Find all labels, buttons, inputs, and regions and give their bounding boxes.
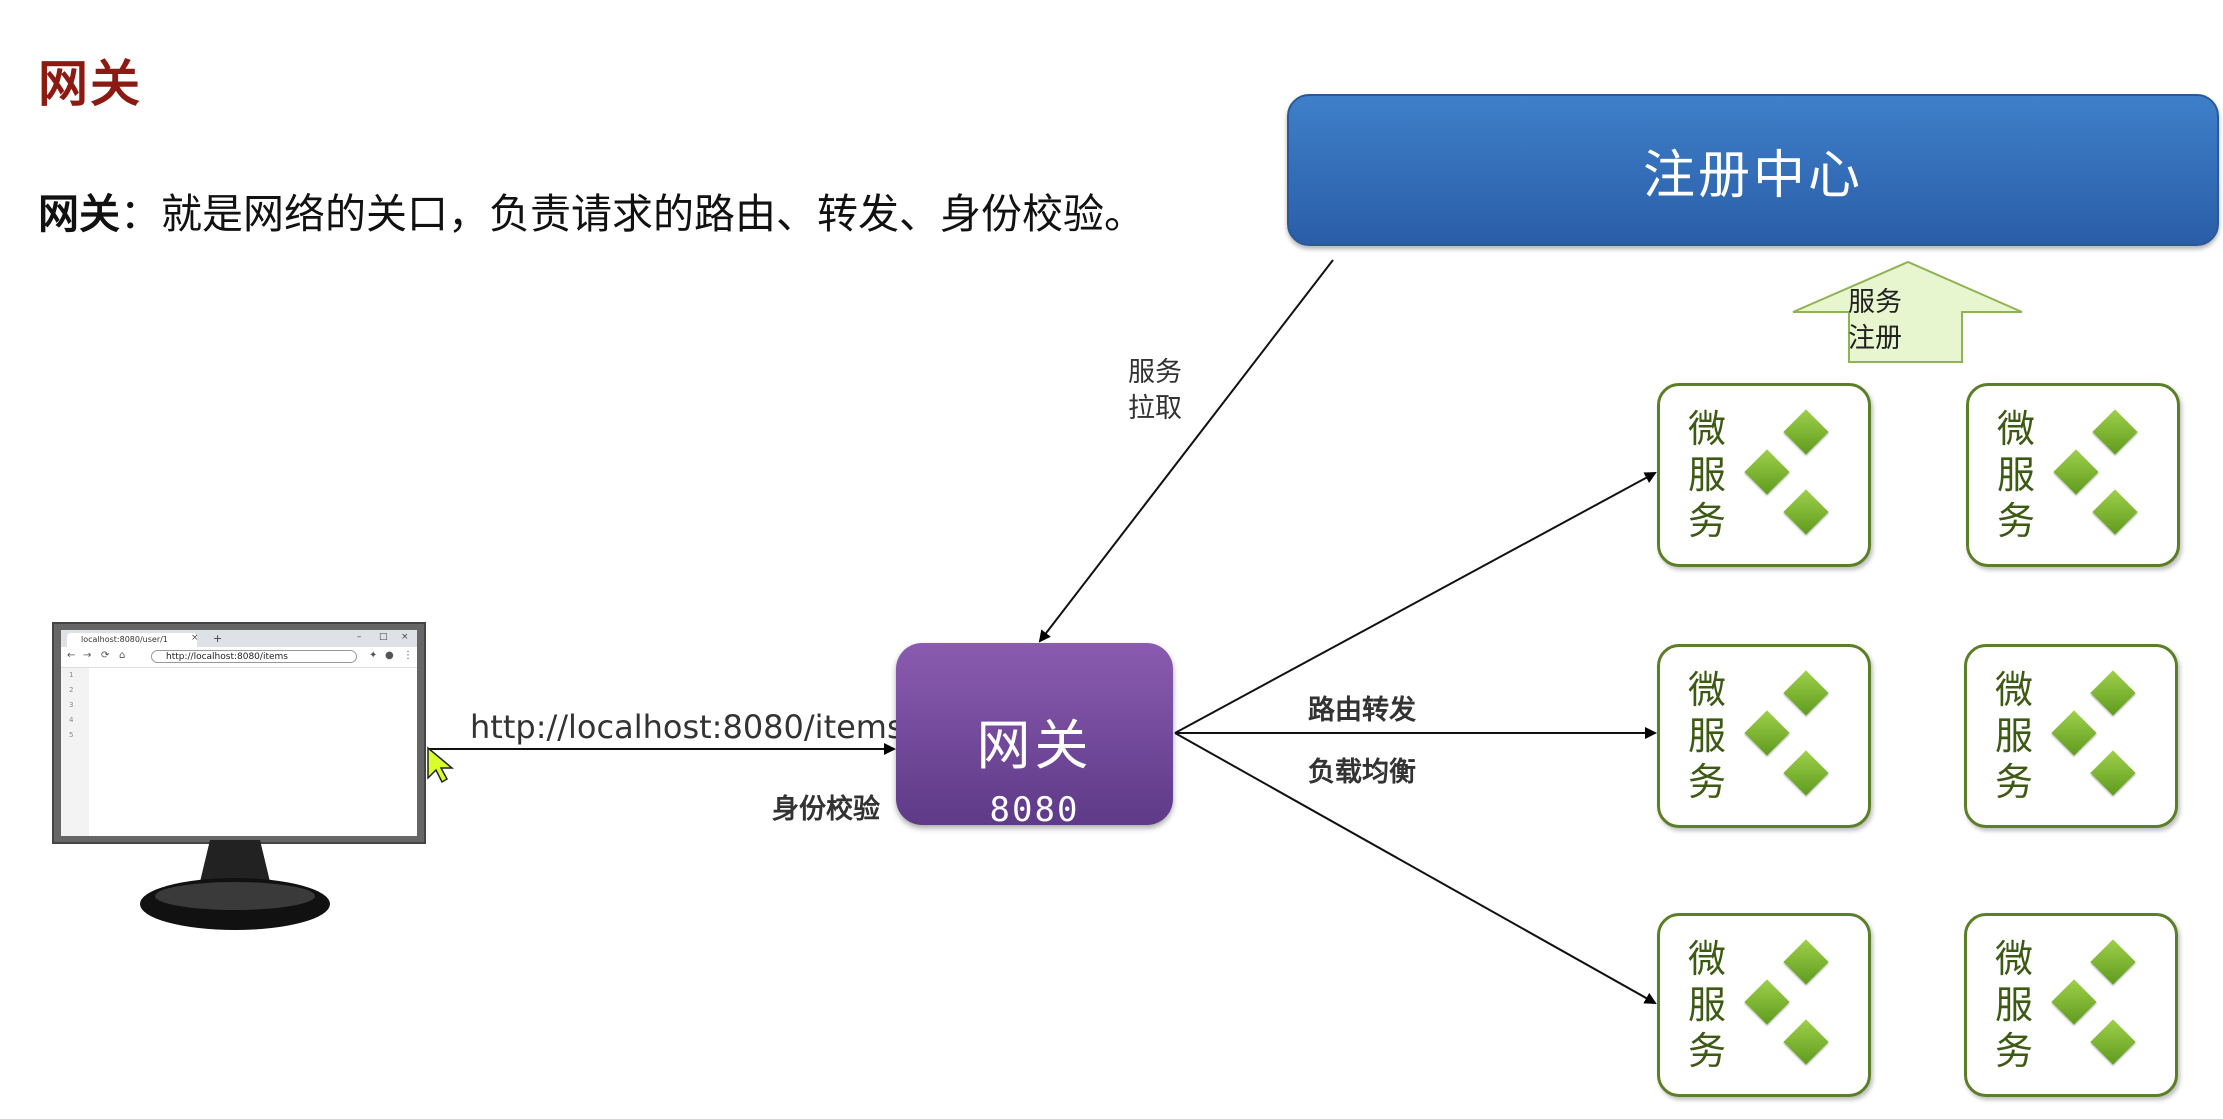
diamond-icon <box>1783 750 1829 796</box>
maximize-icon[interactable]: □ <box>379 632 388 642</box>
address-bar[interactable]: http://localhost:8080/items <box>151 650 357 663</box>
registry-center: 注册中心 <box>1287 94 2219 246</box>
diamond-icon <box>2090 670 2136 716</box>
diamond-icon <box>2051 710 2097 756</box>
forward-icon[interactable]: → <box>83 650 92 661</box>
browser-window: localhost:8080/user/1 × + – □ × ← → ⟳ ⌂ … <box>61 630 417 836</box>
request-url-label: http://localhost:8080/items <box>470 708 904 746</box>
reload-icon[interactable]: ⟳ <box>101 650 110 661</box>
service-register-label: 服务 注册 <box>1848 287 1902 354</box>
description: 网关：就是网络的关口，负责请求的路由、转发、身份校验。 <box>38 180 1145 240</box>
diamond-icon <box>2092 489 2138 535</box>
new-tab-icon[interactable]: + <box>213 632 223 645</box>
route-arrow-top <box>1174 472 1657 734</box>
tab-close-icon[interactable]: × <box>191 633 199 643</box>
diamond-icon <box>1744 710 1790 756</box>
diamond-icon <box>2053 449 2099 495</box>
microservice-node: 微服务 <box>1966 383 2180 567</box>
service-pull-label: 服务 拉取 <box>1128 357 1182 424</box>
diamond-icon <box>1783 939 1829 985</box>
mouse-cursor-icon <box>427 746 455 784</box>
microservice-label: 微服务 <box>1995 668 2034 804</box>
back-icon[interactable]: ← <box>67 650 76 661</box>
home-icon[interactable]: ⌂ <box>119 650 126 661</box>
microservice-node: 微服务 <box>1657 644 1871 828</box>
browser-tab-bar: localhost:8080/user/1 × + – □ × <box>61 630 417 647</box>
service-register-arrow <box>1792 260 2023 363</box>
diamond-icon <box>1783 409 1829 455</box>
microservice-node: 微服务 <box>1657 913 1871 1097</box>
diamond-icon <box>1783 670 1829 716</box>
diamond-icon <box>1744 449 1790 495</box>
minimize-icon[interactable]: – <box>357 632 362 642</box>
browser-toolbar: ← → ⟳ ⌂ http://localhost:8080/items ✦ ● … <box>61 647 417 668</box>
profile-icon[interactable]: ● <box>385 650 394 661</box>
line-number-gutter: 1 2 3 4 5 <box>61 668 89 836</box>
gateway-name: 网关 <box>976 714 1093 777</box>
description-text: ：就是网络的关口，负责请求的路由、转发、身份校验。 <box>120 190 1145 238</box>
gateway-node: 网关 8080 <box>896 643 1173 830</box>
microservice-label: 微服务 <box>1997 407 2036 543</box>
auth-label: 身份校验 <box>772 794 880 825</box>
diamond-icon <box>2090 1019 2136 1065</box>
service-pull-arrow <box>1038 259 1334 643</box>
microservice-label: 微服务 <box>1995 937 2034 1073</box>
microservice-node: 微服务 <box>1964 913 2178 1097</box>
menu-icon[interactable]: ⋮ <box>403 650 413 661</box>
monitor-stand <box>140 840 330 930</box>
load-balance-label: 负载均衡 <box>1308 757 1416 788</box>
routing-label: 路由转发 <box>1308 695 1416 726</box>
microservice-node: 微服务 <box>1657 383 1871 567</box>
page-title: 网关 <box>38 55 142 113</box>
browser-tab[interactable]: localhost:8080/user/1 <box>67 633 197 647</box>
microservice-label: 微服务 <box>1688 668 1727 804</box>
diamond-icon <box>2051 979 2097 1025</box>
diamond-icon <box>2090 750 2136 796</box>
microservice-node: 微服务 <box>1964 644 2178 828</box>
diamond-icon <box>2092 409 2138 455</box>
description-term: 网关 <box>38 190 120 238</box>
diamond-icon <box>1783 1019 1829 1065</box>
close-window-icon[interactable]: × <box>401 632 409 642</box>
extension-icon[interactable]: ✦ <box>369 650 378 661</box>
gateway-port: 8080 <box>989 790 1080 830</box>
monitor-icon: localhost:8080/user/1 × + – □ × ← → ⟳ ⌂ … <box>52 622 426 844</box>
microservice-label: 微服务 <box>1688 937 1727 1073</box>
diamond-icon <box>1783 489 1829 535</box>
route-arrow-bottom <box>1174 732 1657 1004</box>
diamond-icon <box>1744 979 1790 1025</box>
microservice-label: 微服务 <box>1688 407 1727 543</box>
diamond-icon <box>2090 939 2136 985</box>
